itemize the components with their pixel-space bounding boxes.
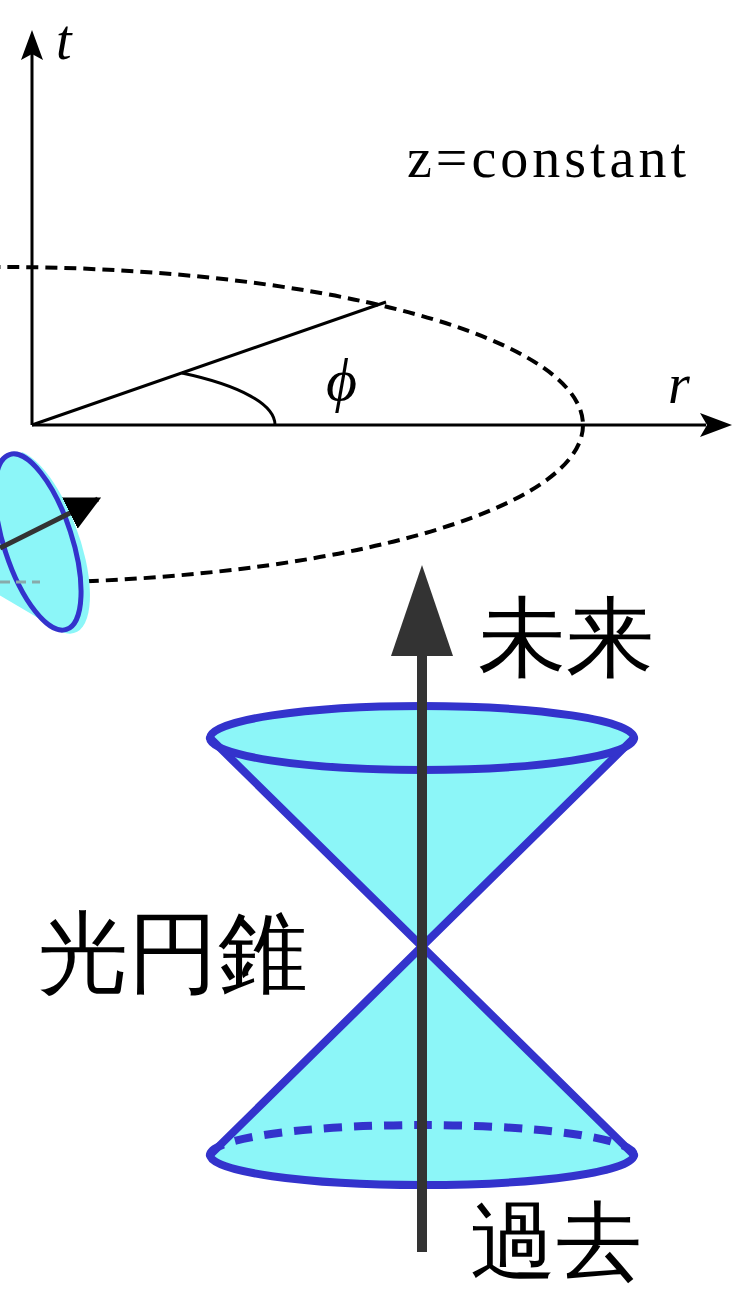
axes: [21, 30, 732, 437]
tilted-light-cone: [0, 444, 99, 640]
past-label: 過去: [470, 1198, 642, 1284]
angle-arc: [182, 373, 275, 425]
axis-label: t: [56, 12, 72, 68]
light-cone-label: 光円錐: [38, 908, 308, 998]
radius-line: [32, 302, 386, 425]
axis-label: r: [668, 356, 690, 412]
future-label: 未来: [478, 594, 654, 682]
angle-label: ϕ: [326, 350, 357, 410]
plane-label: z=constant: [407, 130, 690, 186]
